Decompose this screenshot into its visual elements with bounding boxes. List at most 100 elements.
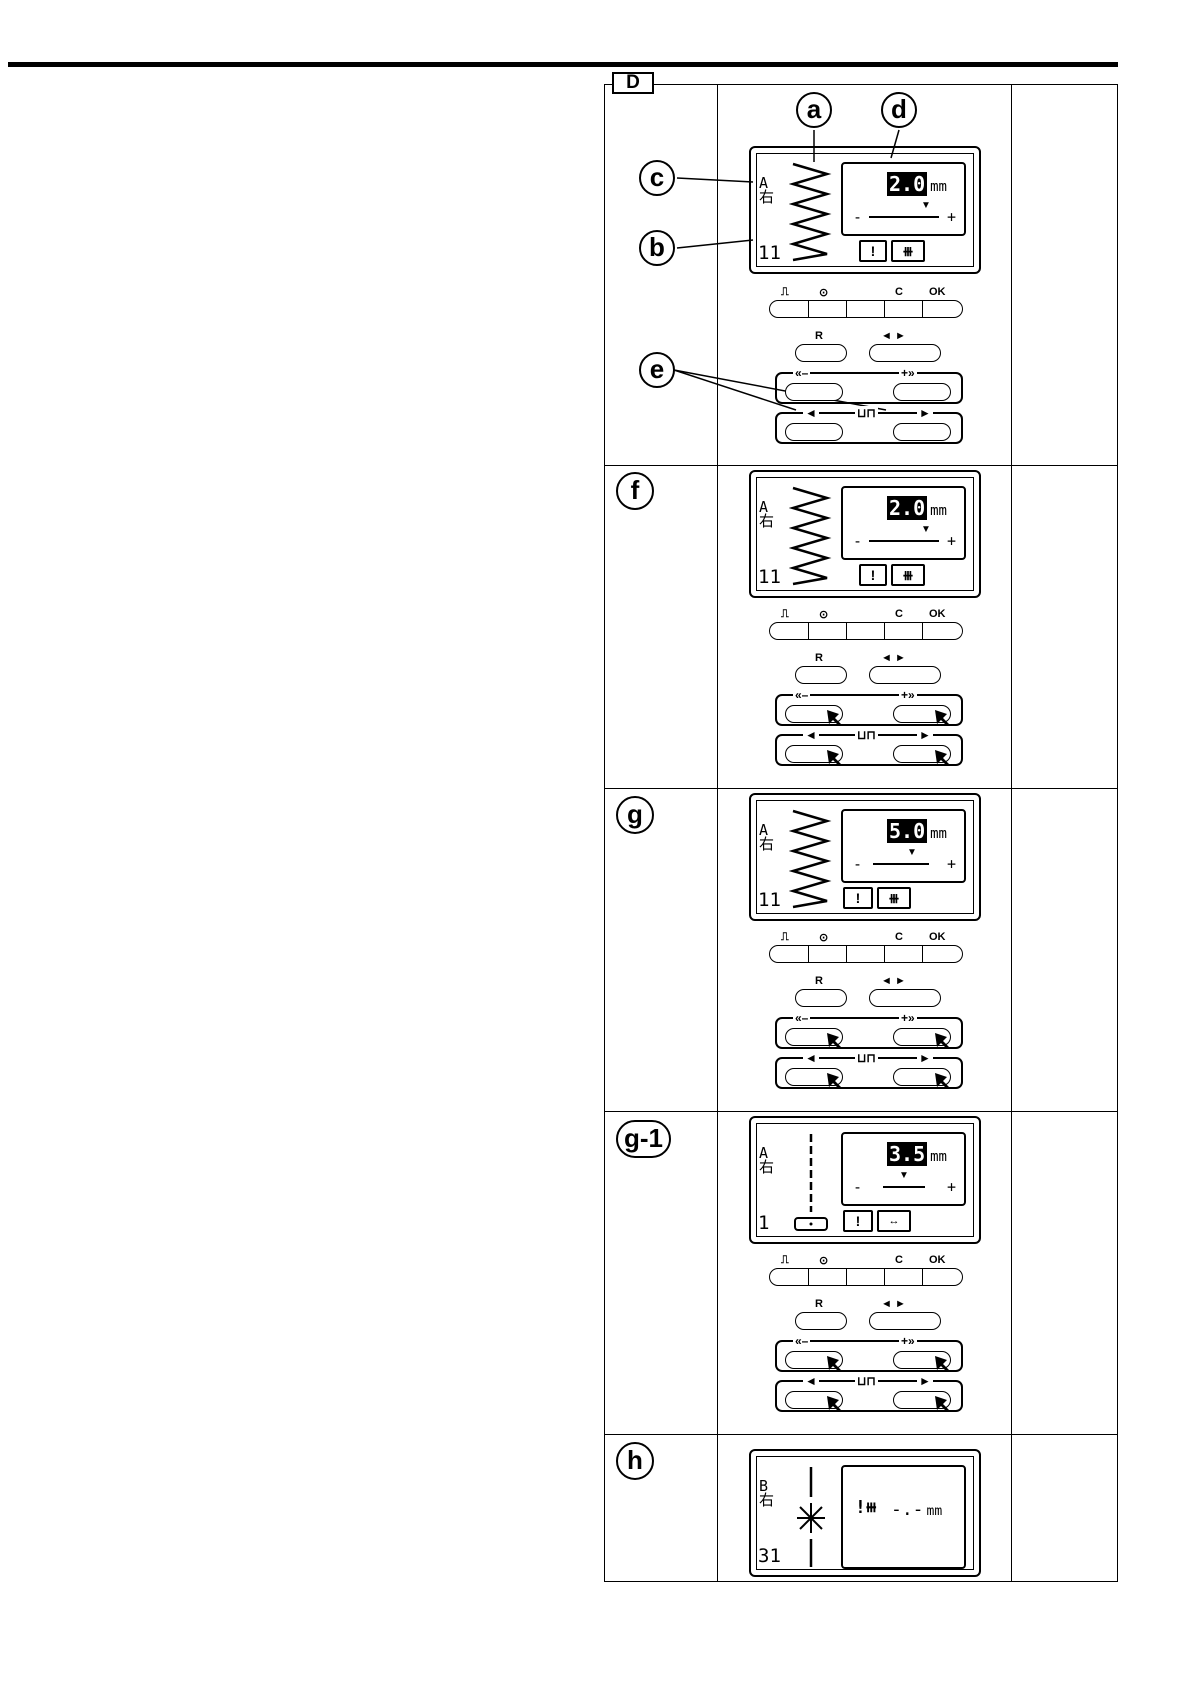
pattern-number: 31: [758, 1545, 781, 1567]
right-button[interactable]: [893, 423, 951, 441]
minus-label: «–: [793, 688, 811, 702]
zigzag-stitch-icon: [789, 809, 832, 909]
clear-key-label: C: [895, 608, 903, 620]
left-label: ◄: [803, 406, 819, 420]
presser-mid-icon: ⊔⊓: [855, 728, 878, 742]
minus-button[interactable]: [785, 383, 843, 401]
key-strip[interactable]: [769, 945, 963, 963]
left-right-button[interactable]: [869, 989, 941, 1007]
plus-button[interactable]: [893, 383, 951, 401]
press-arrow-icon: [935, 750, 951, 766]
press-arrow-icon: [827, 750, 843, 766]
minus-label: «–: [793, 366, 811, 380]
left-label: ◄: [803, 1051, 819, 1065]
position-adjust-group: ◄ ⊔⊓ ►: [775, 728, 963, 766]
step-badge-f: f: [616, 472, 654, 510]
presser-foot-key-label: ⎍: [781, 608, 789, 620]
clear-key-label: C: [895, 931, 903, 943]
left-label: ◄: [803, 728, 819, 742]
reverse-button[interactable]: [795, 1312, 847, 1330]
plus-label: +»: [899, 366, 917, 380]
pattern-number: 11: [758, 566, 781, 588]
ok-key-label: OK: [929, 931, 946, 943]
tab-warning: !: [843, 887, 873, 909]
value-box: !⧻ -.-mm: [841, 1465, 966, 1569]
step-badge-g: g: [616, 796, 654, 834]
row-divider: [604, 1111, 1118, 1112]
callout-c: c: [639, 160, 675, 196]
width-adjust-group: «– +»: [775, 1011, 963, 1049]
left-right-label: ◄ ►: [881, 652, 906, 664]
key-strip[interactable]: [769, 1268, 963, 1286]
plus-label: +»: [899, 1334, 917, 1348]
ok-key-label: OK: [929, 286, 946, 298]
needle-key-label: ⊙: [819, 1255, 829, 1267]
scale-pointer-icon: ▼: [907, 847, 917, 858]
left-right-button[interactable]: [869, 1312, 941, 1330]
press-arrow-icon: [827, 1356, 843, 1372]
left-right-button[interactable]: [869, 666, 941, 684]
width-adjust-group: «– +»: [775, 1334, 963, 1372]
clear-key-label: C: [895, 1254, 903, 1266]
column-divider-left: [717, 84, 718, 1582]
needle-key-label: ⊙: [819, 932, 829, 944]
left-right-button[interactable]: [869, 344, 941, 362]
ok-key-label: OK: [929, 1254, 946, 1266]
reverse-button[interactable]: [795, 989, 847, 1007]
width-scale-bar: [869, 540, 939, 542]
needle-key-label: ⊙: [819, 609, 829, 621]
scale-pointer-icon: ▼: [899, 1170, 909, 1181]
needle-key-label: ⊙: [819, 287, 829, 299]
left-button[interactable]: [785, 423, 843, 441]
tension-warning-icon: !⧻: [855, 1497, 877, 1518]
plus-label: +»: [899, 1011, 917, 1025]
row-divider: [604, 465, 1118, 466]
figure-label: D: [612, 72, 654, 94]
width-adjust-group: «– +»: [775, 688, 963, 726]
row-divider: [604, 788, 1118, 789]
reverse-label: R: [815, 330, 823, 342]
plus-label: +»: [899, 688, 917, 702]
pattern-number: 1: [758, 1212, 770, 1234]
press-arrow-icon: [935, 1033, 951, 1049]
scale-pointer-icon: ▼: [921, 524, 931, 535]
tab-warning: !: [843, 1210, 873, 1232]
tab-tension-icon: ⧻: [891, 564, 925, 586]
left-label: ◄: [803, 1374, 819, 1388]
press-arrow-icon: [935, 1073, 951, 1089]
callout-a: a: [796, 92, 832, 128]
position-adjust-group: ◄ ⊔⊓ ►: [775, 1051, 963, 1089]
reverse-button[interactable]: [795, 344, 847, 362]
key-strip[interactable]: [769, 622, 963, 640]
presser-foot-key-label: ⎍: [781, 931, 789, 943]
position-scale-bar: [883, 1186, 925, 1188]
right-label: ►: [917, 1051, 933, 1065]
tab-needle-position-icon: ↔: [877, 1210, 911, 1232]
scale-pointer-icon: ▼: [921, 200, 931, 211]
position-adjust-group: ◄ ⊔⊓ ►: [775, 406, 963, 444]
callout-e: e: [639, 352, 675, 388]
reverse-button[interactable]: [795, 666, 847, 684]
minus-label: «–: [793, 1011, 811, 1025]
column-divider-right: [1011, 84, 1012, 1582]
press-arrow-icon: [827, 1033, 843, 1049]
width-adjust-group: «– +»: [775, 366, 963, 404]
key-strip[interactable]: [769, 300, 963, 318]
presser-foot-key-label: ⎍: [781, 1254, 789, 1266]
position-adjust-group: ◄ ⊔⊓ ►: [775, 1374, 963, 1412]
